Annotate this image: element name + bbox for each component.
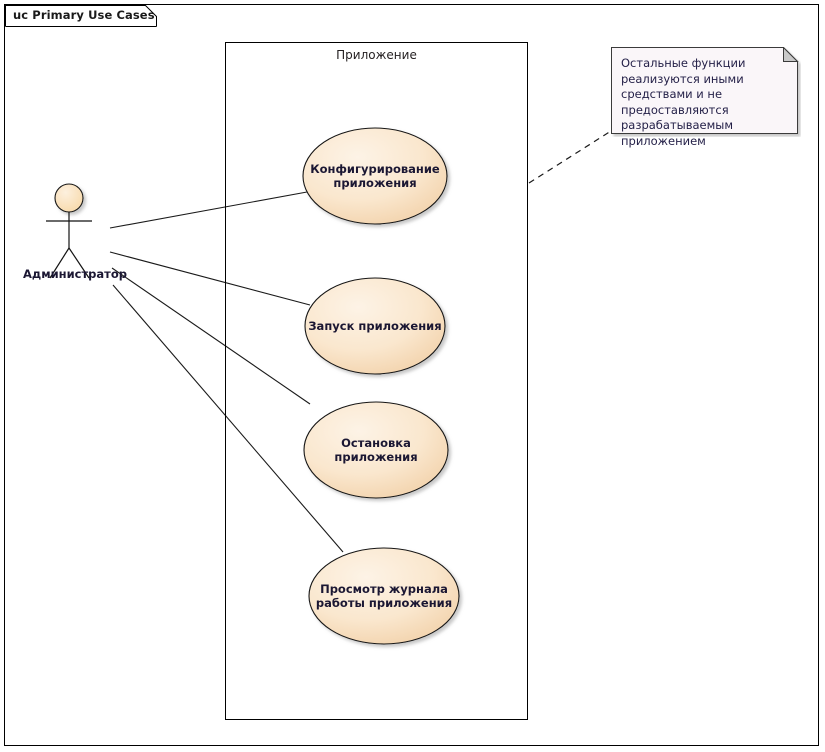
diagram-title-tab: uc Primary Use Cases bbox=[5, 5, 157, 27]
note-shape bbox=[611, 46, 799, 134]
association-line-configure[interactable] bbox=[109, 191, 308, 229]
use-case-configure[interactable] bbox=[302, 127, 448, 225]
system-boundary-label: Приложение bbox=[336, 48, 417, 62]
actor-label: Администратор bbox=[23, 267, 127, 281]
note-fold-icon bbox=[783, 46, 799, 62]
diagram-title-label: uc Primary Use Cases bbox=[13, 8, 155, 22]
note-text: Остальные функции реализуются иными сред… bbox=[621, 56, 746, 148]
actor-head-icon bbox=[54, 183, 84, 213]
use-case-start[interactable] bbox=[304, 277, 446, 375]
association-line-view-log[interactable] bbox=[112, 284, 344, 553]
title-tab-shape bbox=[5, 5, 157, 27]
association-line-stop[interactable] bbox=[111, 267, 311, 405]
actor-administrator[interactable] bbox=[46, 183, 92, 279]
association-line-start[interactable] bbox=[109, 251, 311, 306]
use-case-view-log[interactable] bbox=[308, 547, 460, 645]
note-anchor-line[interactable] bbox=[528, 130, 612, 184]
actor-left-leg-line bbox=[49, 247, 70, 279]
use-case-stop[interactable] bbox=[303, 401, 449, 499]
actor-right-leg-line bbox=[68, 247, 90, 279]
note-box[interactable]: Остальные функции реализуются иными сред… bbox=[611, 46, 801, 148]
system-boundary-application[interactable] bbox=[225, 42, 528, 720]
